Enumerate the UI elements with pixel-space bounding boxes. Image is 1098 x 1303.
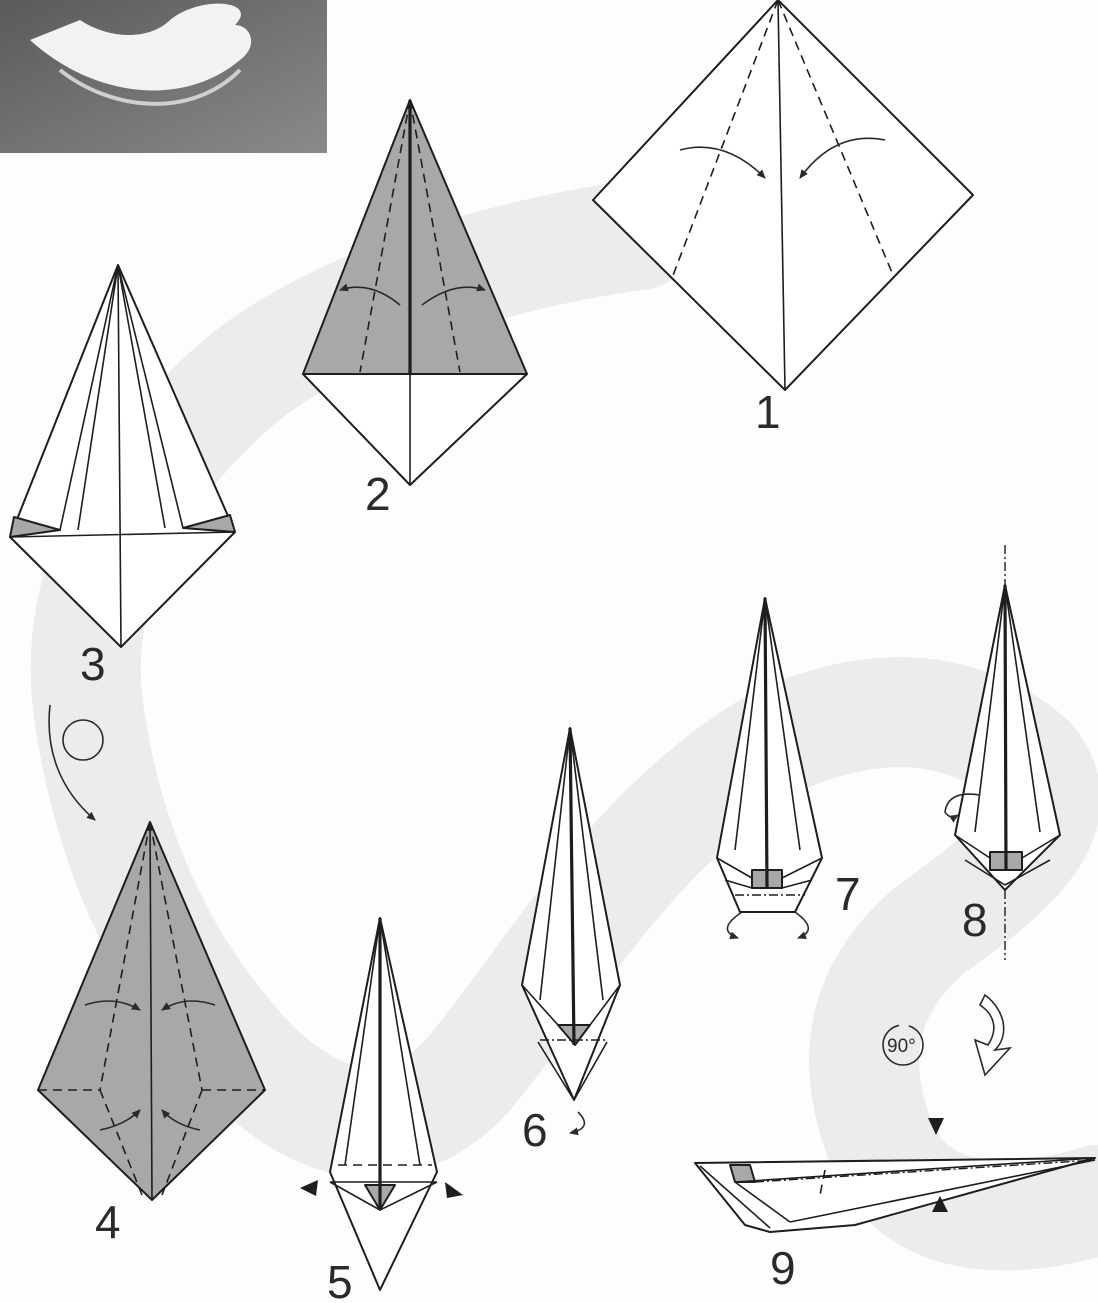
step-4-diagram: 4	[38, 822, 265, 1248]
finished-swan-photo	[0, 0, 327, 153]
step-1-diagram: 1	[593, 0, 973, 438]
push-arrow-left	[300, 1180, 318, 1196]
hollow-curved-arrow	[975, 995, 1010, 1075]
step-2-number: 2	[365, 468, 391, 520]
rotate-90-label: 90°	[887, 1036, 916, 1057]
step-6-number: 6	[522, 1104, 548, 1156]
step-5-number: 5	[327, 1256, 353, 1303]
step-4-number: 4	[95, 1196, 121, 1248]
step-3-number: 3	[80, 638, 106, 690]
step-1-number: 1	[755, 386, 781, 438]
step-8-number: 8	[962, 894, 988, 946]
step-9-number: 9	[770, 1242, 796, 1294]
step-6-diagram: 6	[522, 728, 620, 1156]
push-arrow-right	[445, 1182, 463, 1198]
step-2-diagram: 2	[303, 100, 527, 520]
step-7-number: 7	[835, 868, 861, 920]
